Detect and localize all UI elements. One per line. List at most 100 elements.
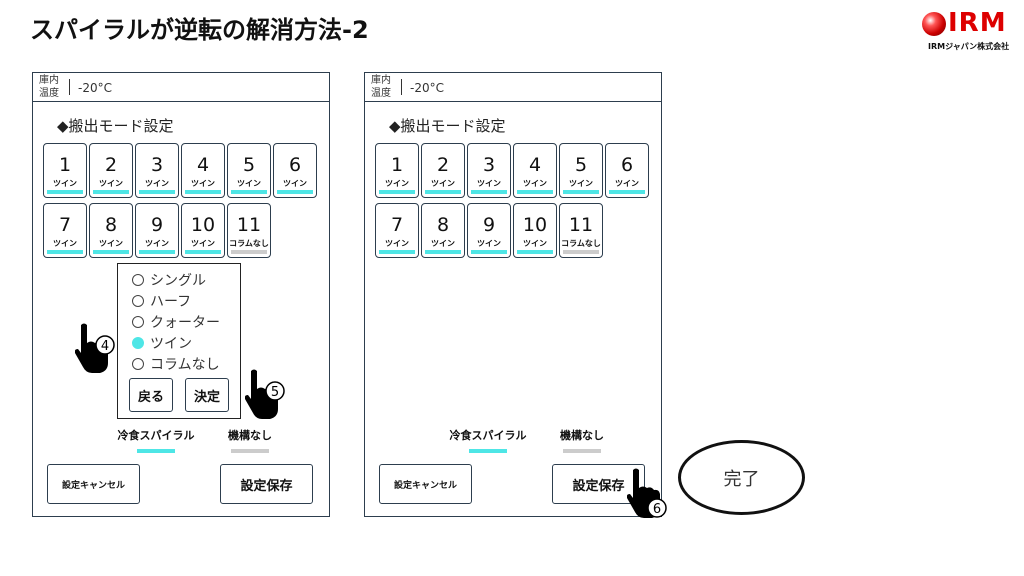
column-number: 9 xyxy=(482,214,496,236)
temperature-header: 庫内温度 -20°C xyxy=(33,73,329,102)
back-button[interactable]: 戻る xyxy=(129,378,173,412)
column-tile-3[interactable]: 3 ツイン xyxy=(467,143,511,198)
column-mode: ツイン xyxy=(53,179,77,188)
column-tile-6[interactable]: 6 ツイン xyxy=(273,143,317,198)
temp-value: -20°C xyxy=(78,81,112,95)
mode-option[interactable]: ツイン xyxy=(132,333,192,353)
column-number: 3 xyxy=(150,154,164,176)
column-number: 10 xyxy=(522,214,548,236)
save-settings-button[interactable]: 設定保存 xyxy=(220,464,313,504)
column-tile-8[interactable]: 8 ツイン xyxy=(421,203,465,258)
mode-color-bar xyxy=(231,190,267,194)
radio-icon[interactable] xyxy=(132,295,144,307)
irm-logo: IRM IRMジャパン株式会社 xyxy=(920,8,1016,54)
column-tile-3[interactable]: 3 ツイン xyxy=(135,143,179,198)
done-label: 完了 xyxy=(678,440,805,515)
column-number: 5 xyxy=(574,154,588,176)
mode-color-bar xyxy=(471,190,507,194)
mode-color-bar xyxy=(517,190,553,194)
radio-icon[interactable] xyxy=(132,337,144,349)
column-mode: ツイン xyxy=(385,239,409,248)
column-tile-9[interactable]: 9 ツイン xyxy=(467,203,511,258)
column-number: 4 xyxy=(196,154,210,176)
mode-option[interactable]: クォーター xyxy=(132,312,220,332)
pointing-hand-icon: 4 xyxy=(74,323,115,373)
column-number: 11 xyxy=(568,214,594,236)
column-number: 9 xyxy=(150,214,164,236)
confirm-button[interactable]: 決定 xyxy=(185,378,229,412)
column-number: 8 xyxy=(104,214,118,236)
mode-color-bar xyxy=(185,250,221,254)
column-tile-9[interactable]: 9 ツイン xyxy=(135,203,179,258)
column-tile-8[interactable]: 8 ツイン xyxy=(89,203,133,258)
column-number: 5 xyxy=(242,154,256,176)
column-number: 6 xyxy=(620,154,634,176)
step-number: 4 xyxy=(101,339,109,354)
step-number: 5 xyxy=(271,385,279,400)
column-mode: ツイン xyxy=(99,239,123,248)
column-number: 1 xyxy=(58,154,72,176)
column-tile-5[interactable]: 5 ツイン xyxy=(559,143,603,198)
mode-color-bar xyxy=(139,190,175,194)
column-tile-6[interactable]: 6 ツイン xyxy=(605,143,649,198)
mode-color-bar xyxy=(563,250,599,254)
mode-color-bar xyxy=(379,190,415,194)
column-mode: ツイン xyxy=(477,179,501,188)
mode-color-bar xyxy=(471,250,507,254)
column-mode: ツイン xyxy=(477,239,501,248)
mode-option[interactable]: コラムなし xyxy=(132,354,220,374)
legend-none: 機構なし xyxy=(210,427,290,453)
column-number: 1 xyxy=(390,154,404,176)
logo-subtitle: IRMジャパン株式会社 xyxy=(928,42,1010,51)
column-mode: ツイン xyxy=(283,179,307,188)
column-mode: ツイン xyxy=(99,179,123,188)
logo-text: IRM xyxy=(948,8,1007,38)
column-number: 7 xyxy=(390,214,404,236)
mode-color-bar xyxy=(185,190,221,194)
column-tile-4[interactable]: 4 ツイン xyxy=(513,143,557,198)
column-tile-1[interactable]: 1 ツイン xyxy=(375,143,419,198)
radio-icon[interactable] xyxy=(132,316,144,328)
cancel-settings-button[interactable]: 設定キャンセル xyxy=(379,464,472,504)
settings-panel-before: 庫内温度 -20°C ◆搬出モード設定 1 ツイン 2 ツイン 3 ツイン 4 … xyxy=(32,72,330,517)
mode-color-bar xyxy=(47,190,83,194)
radio-icon[interactable] xyxy=(132,274,144,286)
mode-color-bar xyxy=(93,190,129,194)
mode-option[interactable]: シングル xyxy=(132,270,206,290)
column-tile-2[interactable]: 2 ツイン xyxy=(89,143,133,198)
temperature-header: 庫内温度 -20°C xyxy=(365,73,661,102)
step-number: 6 xyxy=(653,502,661,517)
temp-label: 庫内温度 xyxy=(39,75,59,99)
mode-color-bar xyxy=(139,250,175,254)
column-number: 4 xyxy=(528,154,542,176)
column-mode: ツイン xyxy=(615,179,639,188)
mode-color-bar xyxy=(425,250,461,254)
column-tile-7[interactable]: 7 ツイン xyxy=(375,203,419,258)
settings-panel-after: 庫内温度 -20°C ◆搬出モード設定 1 ツイン 2 ツイン 3 ツイン 4 … xyxy=(364,72,667,518)
column-mode: ツイン xyxy=(431,179,455,188)
pointing-hand-icon: 6 xyxy=(626,468,667,518)
column-tile-7[interactable]: 7 ツイン xyxy=(43,203,87,258)
column-tile-1[interactable]: 1 ツイン xyxy=(43,143,87,198)
column-number: 7 xyxy=(58,214,72,236)
column-tile-5[interactable]: 5 ツイン xyxy=(227,143,271,198)
column-mode: ツイン xyxy=(53,239,77,248)
column-mode: ツイン xyxy=(145,179,169,188)
column-mode: ツイン xyxy=(569,179,593,188)
legend-spiral: 冷食スパイラル xyxy=(448,427,528,453)
logo-ball-icon xyxy=(922,12,946,36)
mode-color-bar xyxy=(517,250,553,254)
mode-color-bar xyxy=(47,250,83,254)
radio-icon[interactable] xyxy=(132,358,144,370)
legend-none: 機構なし xyxy=(542,427,622,453)
mode-option[interactable]: ハーフ xyxy=(132,291,191,311)
mode-color-bar xyxy=(563,190,599,194)
column-tile-4[interactable]: 4 ツイン xyxy=(181,143,225,198)
column-tile-11[interactable]: 11 コラムなし xyxy=(559,203,603,258)
column-tile-10[interactable]: 10 ツイン xyxy=(513,203,557,258)
column-tile-2[interactable]: 2 ツイン xyxy=(421,143,465,198)
column-tile-10[interactable]: 10 ツイン xyxy=(181,203,225,258)
cancel-settings-button[interactable]: 設定キャンセル xyxy=(47,464,140,504)
column-tile-11[interactable]: 11 コラムなし xyxy=(227,203,271,258)
column-mode: ツイン xyxy=(523,179,547,188)
